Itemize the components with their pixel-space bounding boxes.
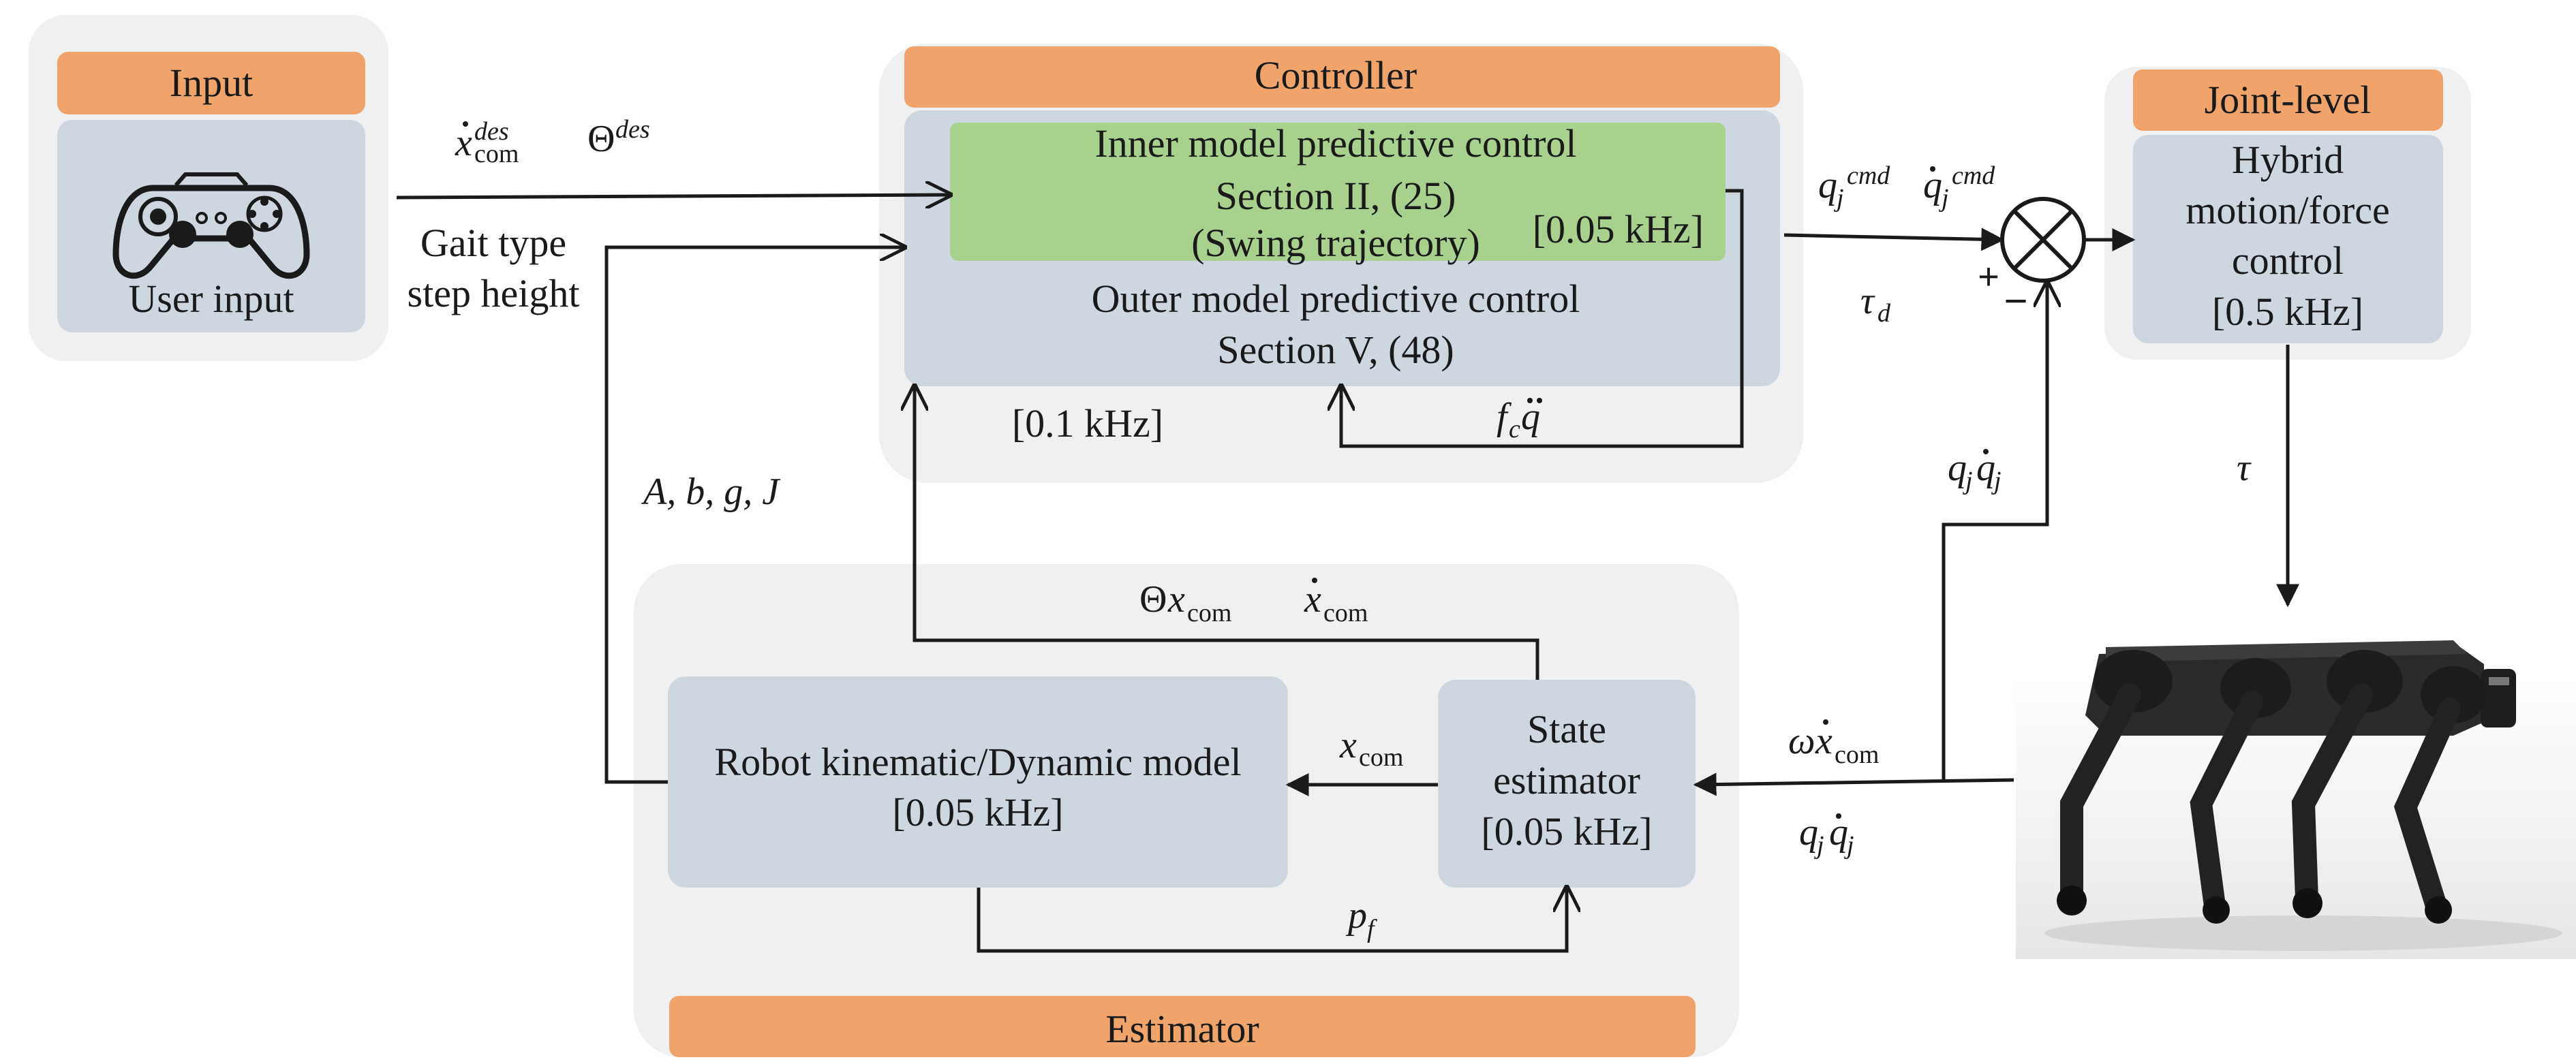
svg-text:q: q	[1818, 164, 1837, 206]
wire-robot-to-estimator	[1693, 772, 2014, 796]
state-estimator-line1: State	[1527, 707, 1606, 751]
outer-mpc-rate: [0.1 kHz]	[1012, 401, 1163, 445]
state-estimator-rate: [0.05 kHz]	[1481, 809, 1652, 854]
gait-type-label: Gait type	[420, 221, 566, 265]
inner-mpc-rate: [0.05 kHz]	[1533, 207, 1704, 251]
svg-text:cmd: cmd	[1847, 161, 1890, 190]
signal-wires	[396, 189, 2299, 953]
signal-x-com-dot-label: x com	[1304, 578, 1368, 627]
input-panel: Input User input	[29, 15, 388, 361]
svg-text:com: com	[1835, 740, 1879, 769]
svg-text:τ: τ	[2237, 447, 2252, 489]
controller-panel: Controller Inner model predictive contro…	[879, 44, 1803, 483]
svg-text:com: com	[1359, 743, 1403, 772]
svg-text:p: p	[1345, 894, 1367, 937]
wire-state-to-outer-mpc	[915, 386, 1539, 680]
outer-mpc-section: Section V, (48)	[1217, 328, 1454, 372]
wire-outer-mpc-loop	[1341, 189, 1744, 448]
robot-model-title: Robot kinematic/Dynamic model	[714, 740, 1241, 784]
signal-q-cmd-label: q j cmd	[1818, 161, 1890, 213]
signal-q-qdot-robot-label: q j q j	[1799, 811, 1854, 860]
joint-level-panel: Joint-level Hybrid motion/force control …	[2104, 67, 2471, 360]
signal-tau-d-label: τ d	[1860, 280, 1891, 328]
hybrid-control-line3: control	[2232, 238, 2344, 283]
hybrid-control-line1: Hybrid	[2232, 138, 2344, 182]
quadruped-robot-icon	[2016, 640, 2576, 959]
gamepad-icon	[112, 172, 310, 279]
signal-omega-x-com-dot-label: ω x com	[1788, 719, 1879, 769]
signal-x-com-des-label: x des com	[455, 117, 519, 168]
svg-text:x: x	[1304, 578, 1321, 621]
estimator-panel: Robot kinematic/Dynamic model [0.05 kHz]…	[634, 564, 1739, 1057]
plus-sign: +	[1978, 256, 1999, 297]
svg-text:Θ: Θ	[587, 118, 615, 160]
svg-text:τ: τ	[1860, 280, 1875, 322]
model-params-label: A, b, g, J	[641, 471, 781, 513]
signal-qdot-cmd-label: q j cmd	[1923, 161, 1995, 213]
hybrid-control-rate: [0.5 kHz]	[2212, 290, 2363, 334]
controller-header-label: Controller	[1255, 53, 1417, 97]
signal-theta-x-com-label: Θ x com	[1139, 578, 1231, 627]
wire-joint-feedback-to-sum	[1942, 283, 2047, 780]
hybrid-control-block	[2133, 135, 2443, 343]
input-header	[57, 52, 365, 114]
svg-text:com: com	[1187, 599, 1231, 627]
svg-text:des: des	[474, 117, 509, 146]
wire-foot-pos-to-estimator	[977, 888, 1567, 953]
svg-text:q: q	[1799, 811, 1818, 854]
robot-model-block	[668, 676, 1288, 888]
svg-text:x: x	[1167, 578, 1185, 621]
svg-text:des: des	[615, 115, 650, 144]
summing-junction	[2000, 197, 2086, 283]
svg-text:x: x	[1339, 724, 1357, 766]
minus-sign: −	[2004, 278, 2027, 324]
robot-model-rate: [0.05 kHz]	[892, 790, 1063, 834]
svg-text:c: c	[1509, 415, 1520, 443]
user-input-block	[57, 120, 365, 332]
signal-q-qdot-feedback-label: q j q j	[1948, 447, 2002, 495]
joint-header-label: Joint-level	[2205, 78, 2372, 122]
svg-text:x: x	[1815, 720, 1833, 762]
input-header-label: Input	[170, 61, 253, 105]
signal-x-com-label: x com	[1339, 724, 1403, 772]
svg-text:q: q	[1948, 447, 1967, 489]
svg-text:com: com	[1323, 599, 1368, 627]
estimator-header	[669, 996, 1696, 1057]
controller-header	[904, 46, 1780, 108]
signal-theta-des-label: Θ des	[587, 115, 650, 160]
hybrid-control-line2: motion/force	[2186, 188, 2390, 232]
svg-text:Θ: Θ	[1139, 578, 1167, 621]
wire-user-to-inner-mpc	[396, 195, 950, 198]
wire-mpc-to-sum	[1783, 228, 2005, 251]
joint-header	[2133, 69, 2443, 131]
svg-text:d: d	[1877, 299, 1891, 328]
state-estimator-block	[1438, 680, 1696, 888]
svg-text:x: x	[455, 122, 472, 164]
inner-mpc-title: Inner model predictive control	[1094, 121, 1576, 166]
user-input-label: User input	[128, 277, 294, 321]
inner-mpc-note: (Swing trajectory)	[1191, 221, 1480, 265]
step-height-label: step height	[408, 271, 580, 315]
signal-tau-label: τ	[2237, 447, 2252, 489]
svg-text:com: com	[474, 140, 519, 168]
inner-mpc-section: Section II, (25)	[1216, 174, 1456, 218]
outer-mpc-title: Outer model predictive control	[1092, 277, 1580, 321]
state-estimator-line2: estimator	[1493, 758, 1640, 802]
wire-model-params-to-mpc	[604, 247, 904, 784]
inner-mpc-block	[950, 123, 1726, 261]
estimator-header-label: Estimator	[1105, 1007, 1259, 1051]
svg-text:cmd: cmd	[1952, 161, 1995, 190]
svg-text:ω: ω	[1788, 720, 1815, 762]
